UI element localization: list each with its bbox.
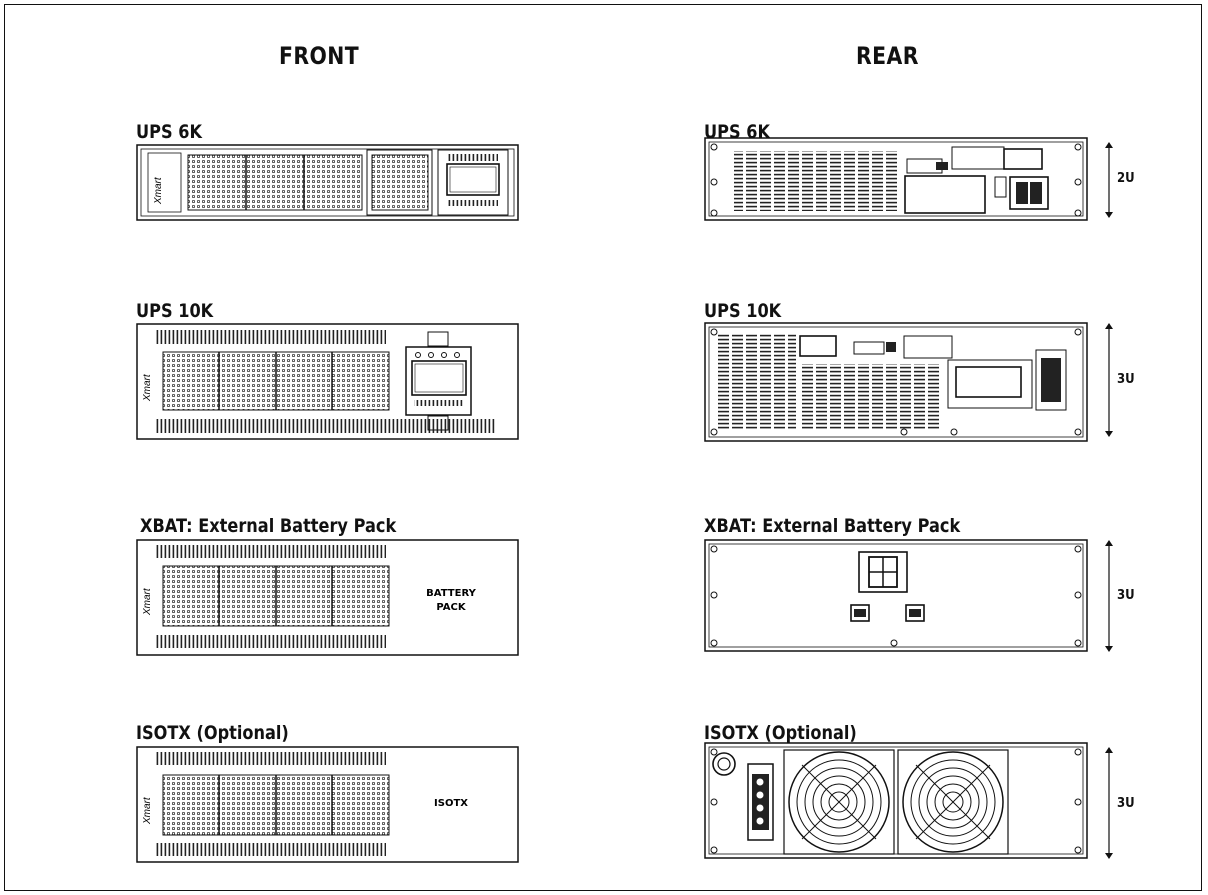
ups10k-rear-panel bbox=[704, 322, 1088, 442]
battery-pack-label-line1: BATTERY bbox=[426, 588, 476, 599]
front-column-title: FRONT bbox=[279, 42, 360, 70]
ups10k-front-label: UPS 10K bbox=[136, 300, 214, 322]
isotx-front-text: ISOTX bbox=[434, 798, 468, 809]
isotx-rack-units: 3U bbox=[1117, 796, 1135, 811]
ups6k-height-arrow bbox=[1103, 141, 1115, 224]
xbat-front-label: XBAT: External Battery Pack bbox=[140, 515, 397, 537]
battery-pack-label: BATTERY PACK bbox=[426, 587, 476, 615]
xbat-rear-panel bbox=[704, 539, 1088, 652]
battery-pack-label-line2: PACK bbox=[436, 602, 466, 613]
brand-logo: Xmart bbox=[142, 374, 153, 401]
brand-logo: Xmart bbox=[142, 588, 153, 615]
ups6k-rack-units: 2U bbox=[1117, 171, 1135, 186]
brand-logo: Xmart bbox=[142, 797, 153, 824]
ups10k-rear-label: UPS 10K bbox=[704, 300, 782, 322]
ups10k-front-panel: Xmart bbox=[136, 323, 519, 440]
isotx-front-label: ISOTX (Optional) bbox=[136, 722, 289, 744]
ups6k-front-panel: Xmart bbox=[136, 144, 519, 221]
xbat-height-arrow bbox=[1103, 539, 1115, 658]
rear-column-title: REAR bbox=[856, 42, 919, 70]
ups6k-rear-panel bbox=[704, 137, 1088, 221]
diagram-frame bbox=[4, 4, 1202, 891]
cooling-fan-icon bbox=[897, 749, 1009, 855]
ups10k-height-arrow bbox=[1103, 322, 1115, 443]
ups6k-front-label: UPS 6K bbox=[136, 121, 202, 143]
xbat-rear-label: XBAT: External Battery Pack bbox=[704, 515, 961, 537]
xbat-front-panel: Xmart BATTERY PACK bbox=[136, 539, 519, 656]
ups10k-rack-units: 3U bbox=[1117, 372, 1135, 387]
isotx-rear-panel bbox=[704, 742, 1088, 859]
isotx-height-arrow bbox=[1103, 746, 1115, 865]
isotx-rear-label: ISOTX (Optional) bbox=[704, 722, 857, 744]
xbat-rack-units: 3U bbox=[1117, 588, 1135, 603]
cooling-fan-icon bbox=[783, 749, 895, 855]
brand-logo: Xmart bbox=[153, 177, 164, 204]
isotx-front-panel: Xmart ISOTX bbox=[136, 746, 519, 863]
